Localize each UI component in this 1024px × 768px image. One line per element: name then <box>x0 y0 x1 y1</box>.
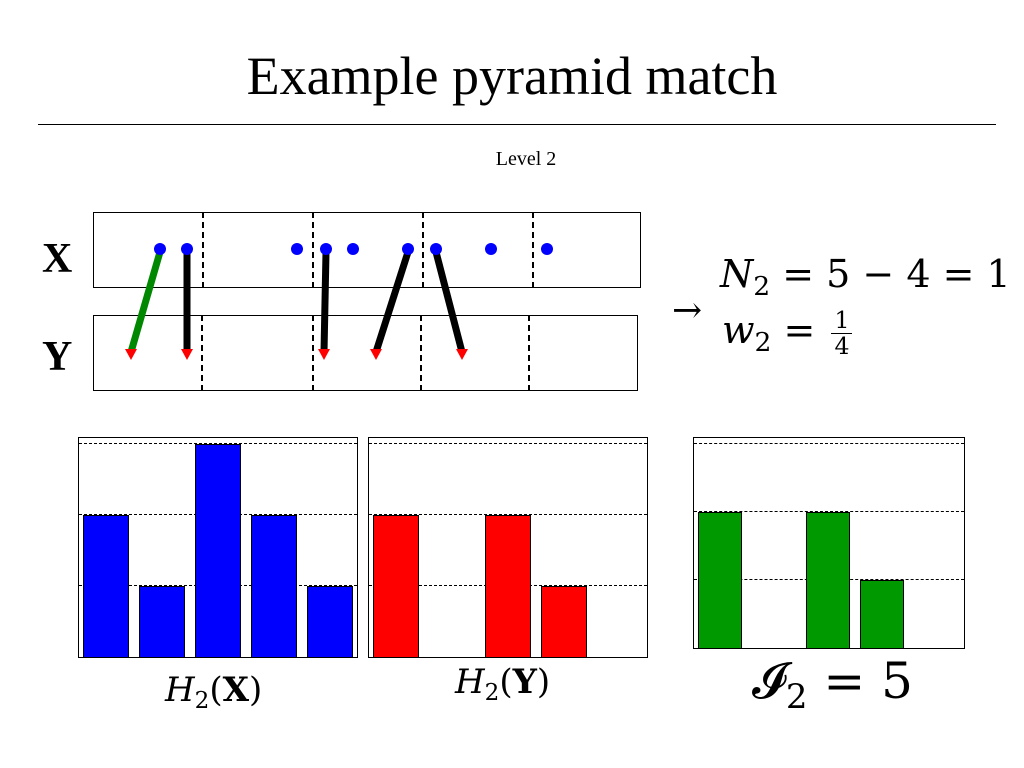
y-point-marker <box>370 349 382 360</box>
x-point <box>181 243 193 255</box>
x-bin-divider <box>202 212 204 288</box>
level-label: Level 2 <box>495 148 557 170</box>
y-bin-divider <box>201 315 203 391</box>
histogram-bar <box>541 586 587 657</box>
x-bin-divider <box>422 212 424 288</box>
histogram-bar <box>251 515 297 657</box>
y-bin-divider <box>312 315 314 391</box>
x-point <box>291 243 303 255</box>
x-point <box>402 243 414 255</box>
gridline <box>694 443 964 444</box>
hy-sub: 2 <box>484 679 500 706</box>
match-line <box>320 251 330 353</box>
i-func: 𝓘 <box>752 652 786 710</box>
n2-symbol: N <box>720 252 754 296</box>
arrow-glyph: → <box>672 290 703 331</box>
hx-arg: X <box>222 670 250 710</box>
i-sub: 2 <box>785 677 808 718</box>
histogram-bar <box>485 515 531 657</box>
n2-rhs: = 5 − 4 = 1 <box>770 252 1011 296</box>
x-points <box>154 243 553 255</box>
match-line <box>432 251 466 353</box>
x-point <box>320 243 332 255</box>
y-bin-divider <box>528 315 530 391</box>
match-lines <box>127 250 466 354</box>
histogram-bar <box>139 586 185 657</box>
x-point <box>485 243 497 255</box>
intersection-label: 𝓘2 = 5 <box>752 652 913 714</box>
x-point <box>541 243 553 255</box>
histogram-bar <box>806 512 850 648</box>
n2-equation: N2 = 5 − 4 = 1 <box>720 252 1011 300</box>
w2-equals: = <box>771 308 828 352</box>
histogram-intersection <box>693 437 965 649</box>
y-point-marker <box>181 349 193 360</box>
y-row-label: Y <box>42 334 73 380</box>
slide-title: Example pyramid match <box>246 46 778 106</box>
gridline <box>694 511 964 512</box>
hx-sub: 2 <box>194 687 210 714</box>
histogram-bar <box>195 444 241 657</box>
y-point-marker <box>125 349 137 360</box>
w2-denominator: 4 <box>834 332 850 360</box>
y-bin-divider <box>420 315 422 391</box>
w2-symbol: w <box>722 308 755 352</box>
i-rhs: = 5 <box>807 652 913 710</box>
match-line <box>372 250 412 354</box>
gridline <box>369 514 647 515</box>
histogram-bar <box>83 515 129 657</box>
histogram-x <box>78 437 358 658</box>
x-point <box>430 243 442 255</box>
histogram-y <box>368 437 648 658</box>
x-point <box>154 243 166 255</box>
histogram-bar <box>698 512 742 648</box>
x-bin-divider <box>532 212 534 288</box>
x-point <box>347 243 359 255</box>
y-point-marker <box>456 349 468 360</box>
gridline <box>79 443 357 444</box>
w2-numerator: 1 <box>831 308 853 334</box>
gridline <box>369 443 647 444</box>
x-bin-divider <box>312 212 314 288</box>
histogram-bar <box>307 586 353 657</box>
hy-arg: Y <box>512 662 537 702</box>
histogram-bar <box>373 515 419 657</box>
match-line <box>127 251 164 353</box>
w2-subscript: 2 <box>754 326 772 358</box>
histogram-y-label: H2(Y) <box>455 662 551 706</box>
y-markers <box>125 349 468 360</box>
n2-subscript: 2 <box>753 270 771 302</box>
hx-func: H <box>165 670 195 710</box>
title-divider <box>38 124 996 125</box>
x-row-label: X <box>42 236 73 282</box>
histogram-bar <box>860 580 904 648</box>
histogram-x-label: H2(X) <box>165 670 263 714</box>
y-point-marker <box>318 349 330 360</box>
hy-func: H <box>455 662 485 702</box>
